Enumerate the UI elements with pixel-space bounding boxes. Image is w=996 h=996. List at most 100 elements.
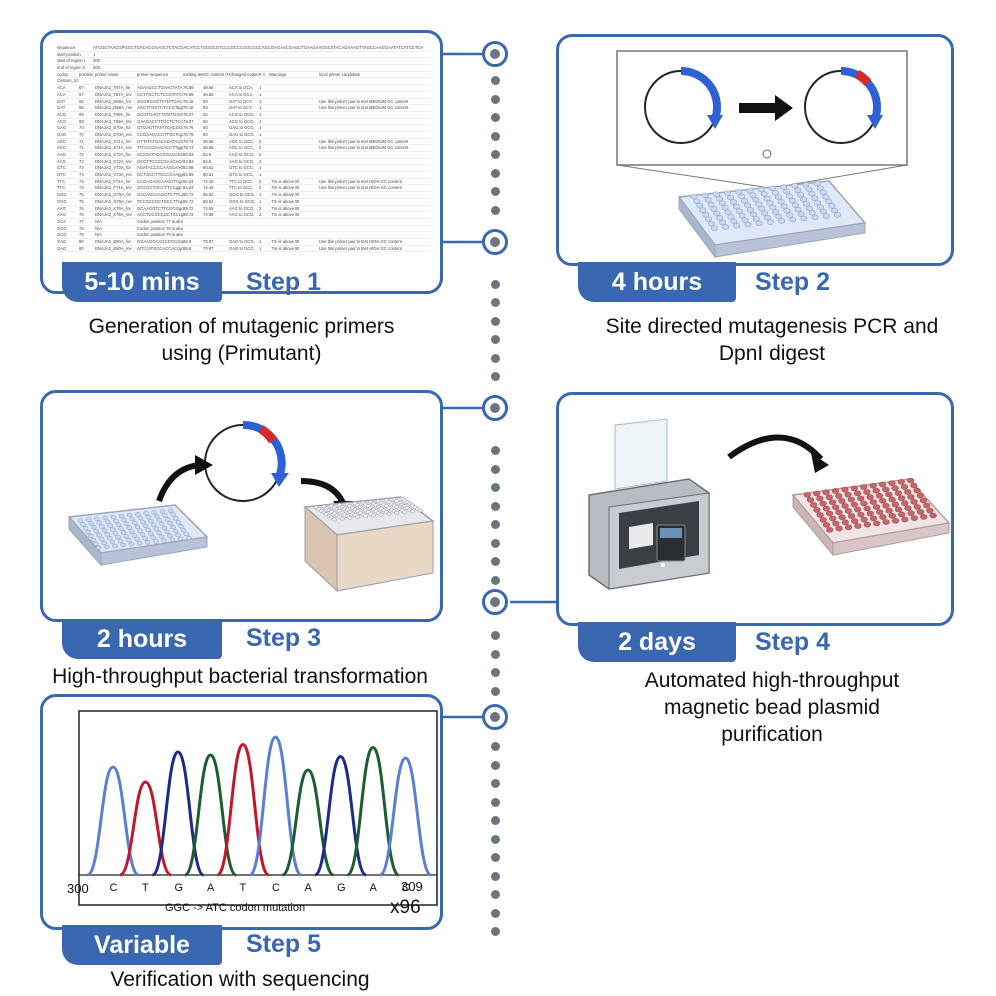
spreadsheet-cell: 84.24 bbox=[183, 185, 194, 191]
spreadsheet-cell: 1 bbox=[259, 238, 262, 244]
spreadsheet-cell: GCA bbox=[57, 218, 67, 224]
plate-well bbox=[724, 209, 732, 215]
timeline-dot bbox=[491, 779, 500, 788]
plate-well bbox=[910, 515, 918, 521]
spreadsheet-cell: DNAJA2_F74A_for bbox=[95, 178, 131, 184]
plate-well bbox=[96, 533, 102, 538]
plate-well bbox=[831, 488, 840, 494]
plate-well bbox=[920, 514, 928, 520]
plate-well bbox=[126, 525, 132, 530]
plate-well bbox=[752, 196, 760, 203]
spreadsheet-cell: ACA to GCA, bbox=[229, 91, 254, 97]
spreadsheet-cell: Use this primer pair to test HIGH GC con… bbox=[319, 185, 402, 191]
plate-well bbox=[919, 497, 928, 504]
base-call-label: T bbox=[142, 882, 149, 894]
plate-well bbox=[850, 501, 859, 508]
spreadsheet-cell: primer sequence bbox=[137, 71, 169, 77]
spreadsheet-cell: GCCTTCCCCGAAGACcgc bbox=[137, 158, 183, 164]
plate-well bbox=[816, 512, 824, 518]
plate-well bbox=[810, 502, 818, 508]
caption-line: Verification with sequencing bbox=[110, 968, 370, 991]
plate-well bbox=[123, 521, 130, 526]
plate-well bbox=[710, 225, 718, 231]
spreadsheet-cell: 50 bbox=[203, 118, 208, 124]
plate-well bbox=[417, 508, 423, 513]
plate-well bbox=[701, 192, 709, 199]
spreadsheet-cell: 1 bbox=[93, 51, 96, 57]
spreadsheet-cell: AGCTTGCTCTCCGTagCE bbox=[137, 105, 183, 111]
timeline-dot bbox=[491, 686, 500, 696]
timeline-dot bbox=[491, 150, 500, 159]
spreadsheet-cell: GGG bbox=[57, 225, 67, 231]
timeline-node bbox=[482, 41, 508, 67]
plate-well bbox=[811, 195, 819, 201]
spreadsheet-cell: ACG to GCG, bbox=[229, 111, 255, 117]
spreadsheet-cell: 200 bbox=[93, 58, 100, 64]
primer-arc bbox=[680, 66, 721, 121]
plate-well bbox=[148, 518, 154, 524]
plate-well bbox=[150, 535, 157, 540]
spreadsheet-cell: AGATACCGCAAGCAAG bbox=[137, 165, 183, 171]
spreadsheet-cell: CCGAAGACCTTGCTcgcc bbox=[137, 131, 183, 137]
plate-well bbox=[857, 495, 865, 502]
timeline-dot bbox=[491, 816, 500, 825]
spreadsheet-cell: DNAJA2_F74A_rev bbox=[95, 185, 132, 191]
plate-well bbox=[101, 528, 108, 533]
plate-well bbox=[175, 520, 182, 525]
plate-well bbox=[378, 512, 384, 517]
plate-well bbox=[885, 507, 893, 514]
plate-well bbox=[159, 509, 166, 514]
plate-well bbox=[151, 510, 157, 515]
plate-well bbox=[863, 521, 871, 528]
timeline-node bbox=[482, 229, 508, 255]
plate-well bbox=[120, 542, 127, 548]
plate-well bbox=[156, 530, 162, 535]
spreadsheet-cell: Use this primer pair to test MEDIUM GC c… bbox=[319, 98, 409, 104]
plate-well bbox=[735, 208, 743, 214]
spreadsheet-cell: 89.72 bbox=[183, 205, 194, 211]
plate-well bbox=[722, 224, 730, 230]
plate-well bbox=[808, 210, 816, 216]
plate-well bbox=[841, 519, 849, 526]
spreadsheet-cell: 48.65 bbox=[203, 85, 214, 91]
plate-well bbox=[131, 533, 138, 538]
step3-title: Step 3 bbox=[246, 624, 322, 652]
plate-well bbox=[869, 515, 878, 522]
plate-well bbox=[749, 192, 757, 198]
base-call-label: C bbox=[402, 882, 410, 894]
plate-well bbox=[106, 536, 113, 541]
plate-well bbox=[386, 511, 392, 516]
spreadsheet-cell: ACG bbox=[57, 111, 67, 117]
plate-well bbox=[170, 512, 176, 517]
plate-well bbox=[153, 526, 160, 532]
plate-well bbox=[808, 190, 816, 197]
plate-well bbox=[866, 494, 874, 500]
plate-well bbox=[93, 541, 99, 547]
spreadsheet-cell: GTC bbox=[57, 172, 66, 178]
plate-well bbox=[910, 499, 918, 505]
spreadsheet-cell: DNAJA2_S71A_for bbox=[95, 138, 131, 144]
timeline-dot bbox=[491, 316, 500, 326]
plate-well bbox=[704, 197, 712, 203]
plate-well bbox=[828, 499, 837, 506]
mutation-site bbox=[854, 70, 872, 87]
plate-well bbox=[797, 211, 805, 217]
plate-well bbox=[850, 485, 858, 492]
spreadsheet-cell: GAG bbox=[57, 245, 67, 251]
plate-well bbox=[800, 215, 808, 222]
spreadsheet-cell: 78.89 bbox=[183, 91, 194, 97]
plate-well bbox=[835, 493, 843, 499]
spreadsheet-cell: 79.07 bbox=[183, 118, 194, 124]
plate-well bbox=[134, 537, 140, 542]
spreadsheet-cell: TTC to GCC, bbox=[229, 178, 254, 184]
plate-well bbox=[841, 503, 849, 509]
spreadsheet-cell: GCGRGAGTTATATGACG bbox=[137, 98, 183, 104]
start-position-label: 300 bbox=[67, 881, 89, 896]
spreadsheet-cell: 68 bbox=[79, 105, 84, 111]
spreadsheet-cell: AGAAGCCTGAAGTATA bbox=[137, 85, 183, 91]
base-call-label: A bbox=[305, 882, 313, 894]
